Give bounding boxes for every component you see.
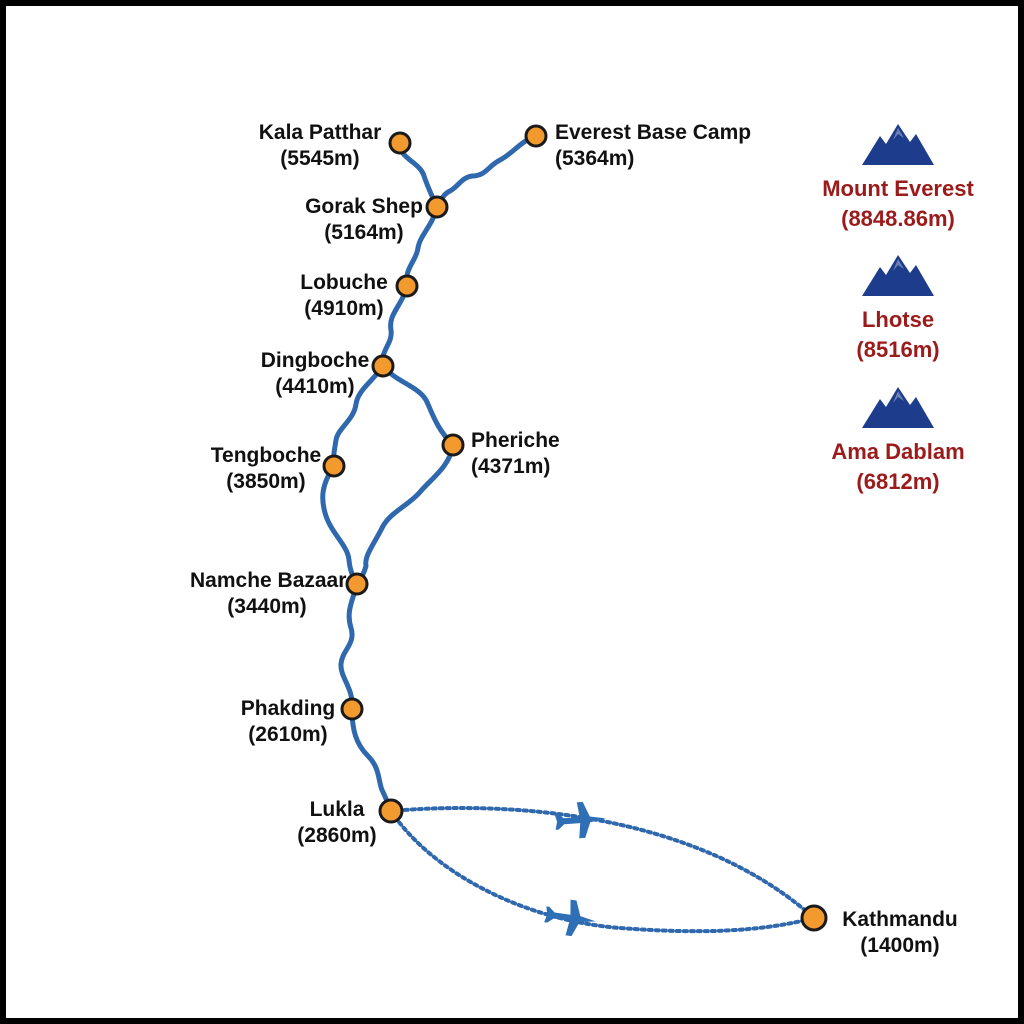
mountain-snow-detail	[893, 391, 904, 403]
stop-elevation: (5364m)	[555, 147, 635, 170]
stop-marker-lukla	[378, 798, 404, 824]
flight-path-kathmandu-lukla	[389, 806, 816, 920]
stop-elevation: (1400m)	[860, 934, 940, 957]
stop-elevation: (4410m)	[275, 375, 355, 398]
stop-name: Phakding	[240, 697, 336, 720]
stop-marker-kathmandu	[800, 904, 828, 932]
route-namche-phakding	[338, 581, 360, 712]
stop-name: Dingboche	[260, 349, 370, 372]
stop-elevation: (5545m)	[280, 147, 360, 170]
stop-marker-everest-base-camp	[524, 124, 548, 148]
stop-name: Kala Patthar	[258, 121, 382, 144]
stop-elevation: (4371m)	[471, 455, 551, 478]
peak-label-lhotse: Lhotse (8516m)	[798, 305, 998, 365]
stop-elevation: (5164m)	[324, 221, 404, 244]
stop-label-tengboche: Tengboche (3850m)	[206, 443, 326, 495]
stop-name: Tengboche	[210, 444, 322, 467]
stop-name: Everest Base Camp	[555, 121, 752, 144]
peak-name: Ama Dablam	[831, 439, 965, 464]
flight-path-lukla-kathmandu	[389, 809, 816, 934]
stop-marker-dingboche	[371, 354, 395, 378]
stop-name: Lobuche	[300, 271, 388, 294]
stop-name: Namche Bazaar	[190, 569, 347, 592]
stop-elevation: (4910m)	[304, 297, 384, 320]
stop-label-everest-base-camp: Everest Base Camp (5364m)	[555, 120, 751, 172]
airplane-icon	[554, 801, 606, 839]
stop-name: Gorak Shep	[305, 195, 423, 218]
route-lobuche-dingboche	[380, 283, 410, 369]
stop-marker-gorak-shep	[425, 195, 449, 219]
peak-label-mount-everest: Mount Everest (8848.86m)	[798, 174, 998, 234]
stop-elevation: (3440m)	[227, 595, 307, 618]
stop-label-lobuche: Lobuche (4910m)	[290, 270, 398, 322]
mountain-icon	[862, 255, 934, 296]
stop-label-kala-patthar: Kala Patthar (5545m)	[255, 120, 385, 172]
stop-elevation: (2610m)	[248, 723, 328, 746]
stop-label-pheriche: Pheriche (4371m)	[471, 428, 560, 480]
stop-name: Pheriche	[471, 429, 560, 452]
stop-label-gorak-shep: Gorak Shep (5164m)	[298, 194, 430, 246]
peak-elevation: (6812m)	[856, 469, 940, 494]
mountain-icon	[862, 387, 934, 428]
route-phakding-lukla	[349, 706, 394, 814]
stop-marker-lobuche	[395, 274, 419, 298]
route-pheriche-namche	[354, 442, 456, 587]
stop-marker-pheriche	[441, 433, 465, 457]
stop-label-kathmandu: Kathmandu (1400m)	[838, 907, 962, 959]
peak-elevation: (8848.86m)	[841, 206, 955, 231]
stop-name: Kathmandu	[842, 908, 958, 931]
route-dingboche-pheriche	[380, 363, 456, 448]
peak-elevation: (8516m)	[856, 337, 940, 362]
stop-marker-namche-bazaar	[345, 572, 369, 596]
stop-marker-tengboche	[322, 454, 346, 478]
mountain-snow-detail	[893, 259, 904, 271]
route-ebc-gorak-shep	[434, 133, 538, 210]
mountain-snow-detail	[893, 128, 904, 140]
stop-label-lukla: Lukla (2860m)	[290, 797, 384, 849]
stop-elevation: (3850m)	[226, 470, 306, 493]
peak-name: Lhotse	[861, 307, 935, 332]
route-dingboche-tengboche	[331, 363, 386, 469]
peak-name: Mount Everest	[822, 176, 974, 201]
stop-marker-kala-patthar	[388, 131, 412, 155]
mountain-icon	[862, 124, 934, 165]
stop-marker-phakding	[340, 697, 364, 721]
route-gorak-shep-lobuche	[404, 204, 440, 289]
stop-label-phakding: Phakding (2610m)	[232, 696, 344, 748]
peak-label-ama-dablam: Ama Dablam (6812m)	[798, 437, 998, 497]
airplane-icon	[544, 899, 596, 937]
stop-name: Lukla	[309, 798, 365, 821]
stop-label-dingboche: Dingboche (4410m)	[258, 348, 372, 400]
stop-label-namche-bazaar: Namche Bazaar (3440m)	[190, 568, 347, 620]
route-tengboche-namche	[320, 463, 360, 587]
stop-elevation: (2860m)	[297, 824, 377, 847]
